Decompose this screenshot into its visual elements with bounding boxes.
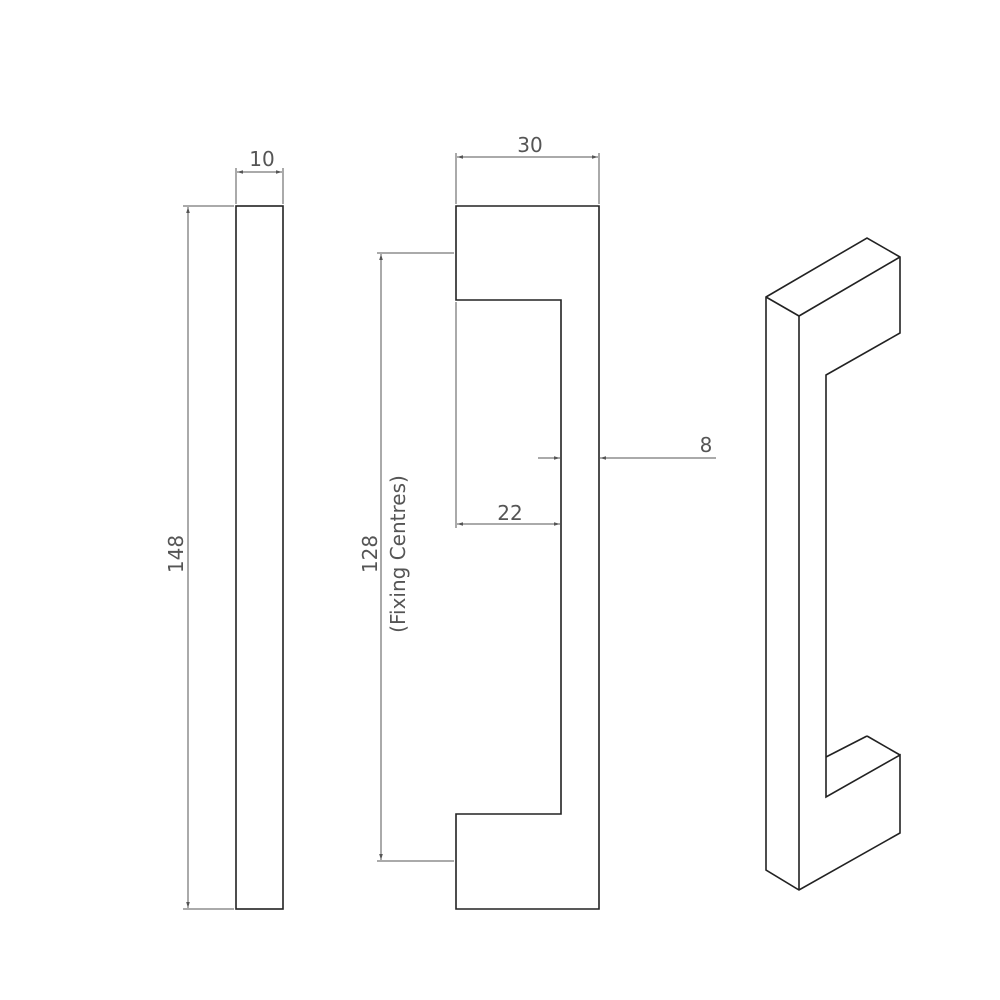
isometric-edge — [798, 256, 901, 317]
isometric-view — [765, 237, 901, 891]
front-view: 30 128 (Fixing Centres) 22 8 — [358, 133, 716, 910]
isometric-outline — [765, 237, 901, 891]
fixing-centres-label: (Fixing Centres) — [386, 475, 410, 633]
dimension-label-22: 22 — [497, 501, 522, 525]
dimension-label-30: 30 — [517, 133, 542, 157]
isometric-edge — [866, 735, 901, 756]
dimension-label-148: 148 — [164, 535, 188, 573]
side-view: 10 148 — [164, 147, 284, 910]
side-bar-outline — [235, 205, 284, 910]
isometric-edge — [825, 735, 868, 758]
front-handle-outline — [455, 205, 600, 910]
isometric-edge — [765, 296, 800, 317]
dimension-label-10: 10 — [249, 147, 274, 171]
dimension-label-128: 128 — [358, 535, 382, 573]
dimension-label-8: 8 — [700, 433, 713, 457]
